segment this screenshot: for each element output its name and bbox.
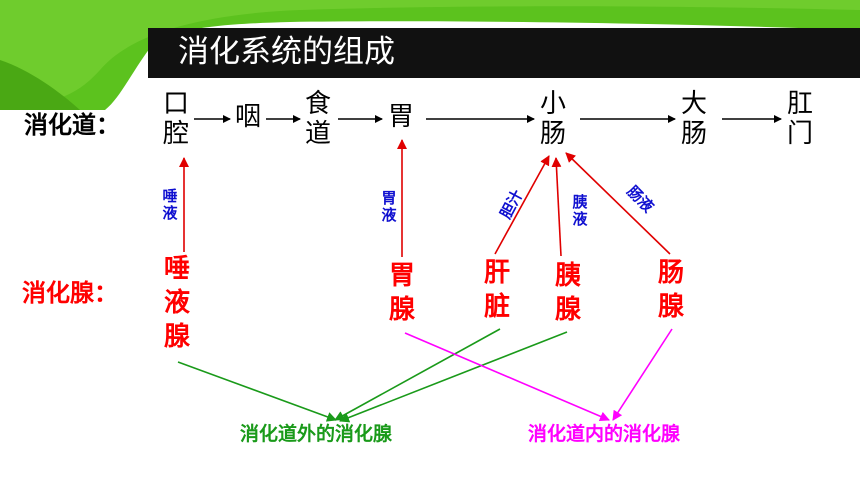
gland-label: 消化腺：	[22, 279, 118, 307]
secretion-pancreatic-juice: 胰液	[572, 193, 588, 228]
node-pharynx: 咽	[234, 102, 261, 132]
secretion-gastric-juice: 胃液	[381, 189, 397, 224]
arrow-pancreas-to-small-intestine	[551, 157, 562, 257]
node-anus: 肛门	[786, 89, 813, 149]
node-mouth: 口腔	[162, 89, 189, 149]
arrow-liver-to-small-intestine	[494, 155, 550, 255]
category-outside-glands: 消化道外的消化腺	[240, 423, 393, 445]
gland-pancreas: 胰腺	[554, 261, 581, 325]
category-inside-glands: 消化道内的消化腺	[528, 423, 681, 445]
line-intestinal-to-inside	[612, 328, 673, 421]
green-swoosh-decoration	[0, 0, 860, 110]
node-esophagus: 食道	[304, 89, 331, 149]
arrow-intestinal-to-small-intestine	[565, 152, 671, 255]
secretion-saliva: 唾液	[162, 187, 178, 222]
gland-intestinal: 肠腺	[657, 258, 684, 322]
line-liver-to-outside	[334, 328, 501, 421]
title-bar	[148, 28, 860, 78]
line-gastric-to-inside	[404, 332, 610, 422]
page-title: 消化系统的组成	[178, 34, 395, 70]
line-salivary-to-outside	[177, 361, 337, 422]
node-small-intestine: 小肠	[539, 89, 566, 149]
node-large-intestine: 大肠	[680, 89, 707, 149]
gland-liver: 肝脏	[483, 258, 510, 322]
node-stomach: 胃	[387, 102, 414, 132]
tract-label: 消化道：	[24, 111, 120, 139]
line-pancreas-to-outside	[339, 331, 568, 423]
gland-gastric: 胃腺	[388, 261, 415, 325]
gland-salivary: 唾液腺	[163, 254, 190, 352]
